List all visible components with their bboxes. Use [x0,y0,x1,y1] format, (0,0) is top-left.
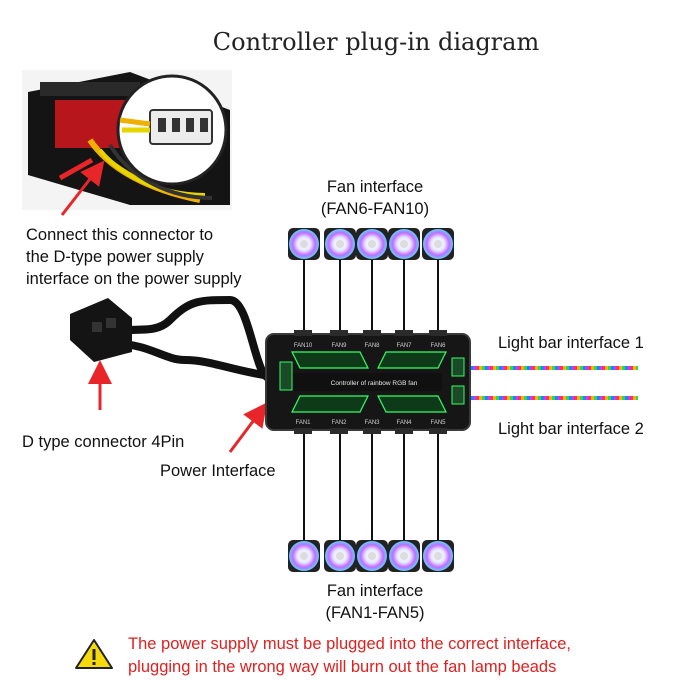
psu-connect-line2: the D-type power supply [26,248,204,266]
port-label: FAN10 [294,343,313,349]
fan-icon [324,228,356,260]
port-label: FAN3 [364,420,380,426]
top-fans [288,228,454,260]
light-bar-2-label: Light bar interface 2 [498,420,644,438]
light-bar-1-label: Light bar interface 1 [498,334,644,352]
psu-connect-line3: interface on the power supply [26,270,242,288]
fan-icon [288,540,320,572]
fan-bottom-label-line1: Fan interface [326,582,424,600]
light-bar-strip-2 [470,396,638,400]
power-interface-arrow [228,402,268,453]
fan-icon [422,228,454,260]
warning-line2: plugging in the wrong way will burn out … [128,658,557,676]
fan-icon [388,228,420,260]
port-label: FAN2 [331,420,347,426]
fan-top-label-line2: (FAN6-FAN10) [320,200,430,218]
d-type-label: D type connector 4Pin [22,433,185,451]
fan-icon [288,228,320,260]
bottom-fan-wires [303,428,439,540]
power-supply-photo [22,70,232,210]
power-interface-label: Power Interface [160,462,276,480]
warning-icon [75,639,113,669]
port-label: FAN5 [430,420,446,426]
fan-icon [388,540,420,572]
fan-bottom-label: Fan interface (FAN1-FAN5) [300,580,450,624]
controller-name: Controller of rainbow RGB fan [331,380,418,387]
light-bar-strip-1 [470,366,638,370]
fan-icon [422,540,454,572]
port-label: FAN1 [295,420,311,426]
bottom-fans [288,540,454,572]
fan-icon [324,540,356,572]
port-label: FAN4 [396,420,412,426]
port-label: FAN6 [430,343,446,349]
psu-connect-line1: Connect this connector to [26,226,214,244]
fan-icon [356,540,388,572]
fan-icon [356,228,388,260]
page-title: Controller plug-in diagram [212,28,540,56]
d-type-connector [70,295,272,382]
port-label: FAN8 [364,343,380,349]
warning-line1: The power supply must be plugged into th… [128,635,571,653]
port-label: FAN9 [331,343,347,349]
controller-box: Controller of rainbow RGB fan FAN10 FAN9… [265,330,471,434]
fan-top-label-line1: Fan interface [326,178,424,196]
fan-bottom-label-line2: (FAN1-FAN5) [325,604,425,622]
psu-connect-label: Connect this connector to the D-type pow… [26,224,276,290]
psu-arrow [60,160,105,216]
top-fan-wires [303,260,439,336]
port-label: FAN7 [396,343,412,349]
warning-text: The power supply must be plugged into th… [128,633,698,679]
fan-top-label: Fan interface (FAN6-FAN10) [300,176,450,220]
